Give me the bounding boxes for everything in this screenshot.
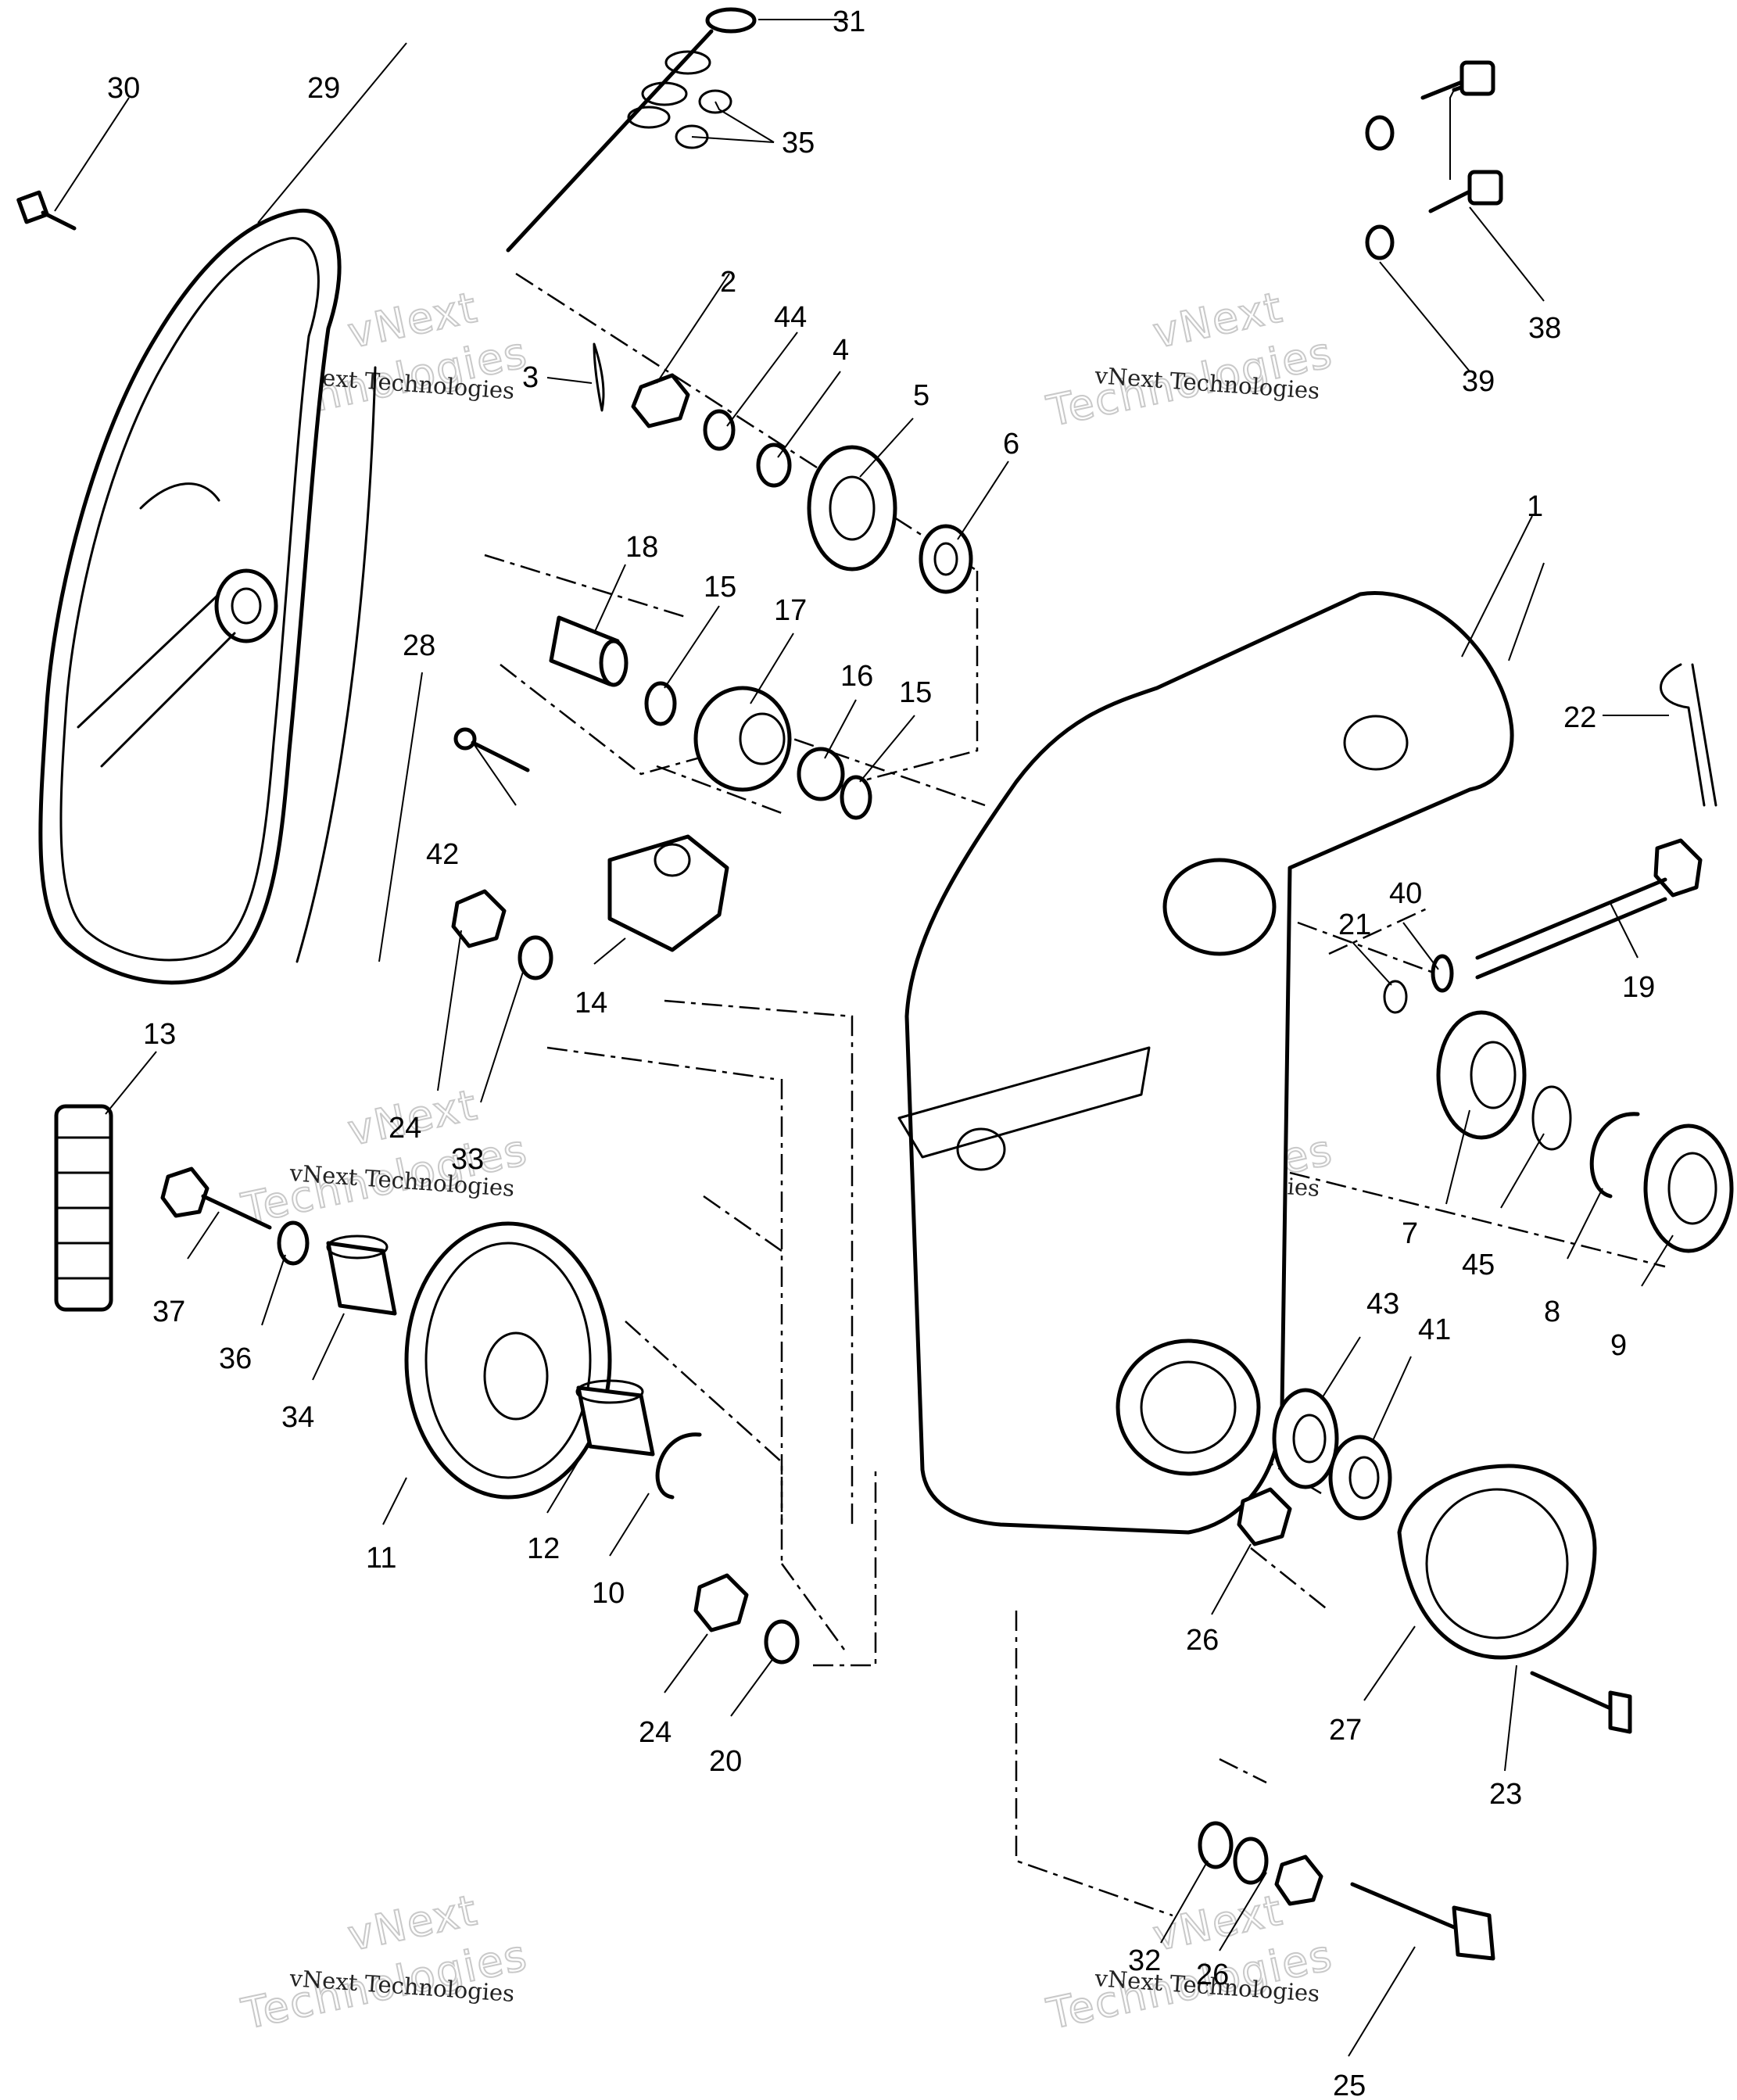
callout-20: 20 — [709, 1745, 742, 1778]
callout-34: 34 — [281, 1401, 314, 1434]
callout-29: 29 — [307, 72, 340, 105]
callout-26a: 26 — [1186, 1624, 1219, 1657]
part-gear-11 — [404, 1221, 612, 1500]
part-bolt-23 — [1530, 1671, 1632, 1734]
callout-16: 16 — [840, 660, 873, 693]
callout-2: 2 — [720, 266, 736, 299]
callout-24a: 24 — [389, 1112, 421, 1145]
part-adjuster-bolt-19 — [1475, 838, 1703, 980]
callout-12: 12 — [527, 1532, 560, 1565]
callout-41: 41 — [1418, 1313, 1451, 1346]
callout-28: 28 — [403, 629, 435, 662]
callout-6: 6 — [1003, 428, 1019, 460]
callout-10: 10 — [592, 1577, 625, 1610]
callout-1: 1 — [1527, 490, 1543, 523]
part-orings-35 — [675, 89, 732, 149]
part-bushing-34 — [326, 1235, 397, 1316]
part-bearing-7 — [1436, 1010, 1527, 1140]
callout-32: 32 — [1128, 1944, 1161, 1977]
part-circlip-10 — [655, 1432, 702, 1500]
part-chain-13 — [54, 1104, 113, 1312]
part-bushing-12 — [575, 1379, 655, 1457]
callout-8: 8 — [1544, 1295, 1560, 1328]
part-oring-45 — [1531, 1085, 1572, 1151]
callout-25: 25 — [1333, 2070, 1366, 2100]
part-gasket-27 — [1397, 1464, 1597, 1660]
part-washer-4 — [756, 443, 792, 488]
callout-5: 5 — [913, 379, 929, 412]
part-sleeve-18 — [549, 615, 629, 687]
part-bolt-30 — [16, 190, 77, 231]
part-bolts-38 — [1420, 60, 1503, 213]
part-washers-32-26 — [1198, 1821, 1323, 1906]
callout-31: 31 — [833, 5, 865, 38]
callout-4: 4 — [833, 334, 849, 367]
part-nut-26a — [1237, 1487, 1292, 1546]
callout-9: 9 — [1610, 1329, 1627, 1362]
callout-26b: 26 — [1196, 1958, 1229, 1991]
part-roller-17 — [693, 686, 792, 792]
part-gasket-28 — [295, 366, 377, 963]
callout-38: 38 — [1528, 312, 1561, 345]
part-sprocket-5 — [807, 445, 897, 572]
callout-30: 30 — [107, 72, 140, 105]
callout-37: 37 — [152, 1295, 185, 1328]
callout-17: 17 — [774, 594, 807, 627]
part-washer-33 — [518, 935, 553, 980]
part-nut-2 — [631, 373, 690, 428]
callout-24b: 24 — [639, 1716, 672, 1749]
part-cover-29 — [38, 208, 342, 985]
part-washers-39 — [1365, 115, 1395, 260]
part-spacer-6 — [919, 524, 973, 594]
part-circlip-8 — [1589, 1112, 1640, 1199]
callout-18: 18 — [625, 531, 658, 564]
part-oring-21 — [1383, 980, 1408, 1014]
part-bearing-43 — [1272, 1388, 1339, 1489]
part-nut-24a — [451, 889, 507, 948]
part-seal-9 — [1643, 1123, 1734, 1253]
part-bolt-25 — [1350, 1882, 1495, 1961]
callout-45: 45 — [1462, 1249, 1495, 1281]
part-washer-36 — [277, 1220, 310, 1266]
callout-21: 21 — [1338, 908, 1371, 941]
callout-3: 3 — [522, 361, 539, 394]
callout-35: 35 — [782, 127, 815, 159]
callout-14: 14 — [575, 987, 607, 1020]
leader-lines — [54, 19, 1674, 2057]
callout-13: 13 — [143, 1018, 176, 1051]
part-chaincase-1 — [897, 591, 1514, 1535]
callout-36: 36 — [219, 1342, 252, 1375]
part-nut-24b — [693, 1573, 749, 1632]
callout-22: 22 — [1563, 701, 1596, 734]
part-tensioner-14 — [607, 834, 729, 952]
callout-42: 42 — [426, 838, 459, 871]
callout-40: 40 — [1389, 877, 1422, 910]
part-screw-42 — [453, 727, 530, 772]
callout-15a: 15 — [704, 571, 736, 604]
callout-39: 39 — [1462, 365, 1495, 398]
callout-43: 43 — [1366, 1288, 1399, 1321]
callout-15b: 15 — [899, 676, 932, 709]
callout-19: 19 — [1622, 971, 1655, 1004]
part-seal-41 — [1328, 1435, 1392, 1521]
callout-33: 33 — [451, 1143, 484, 1176]
part-washer-15b — [840, 775, 872, 820]
callout-44: 44 — [774, 301, 807, 334]
part-bolt-37 — [160, 1166, 272, 1230]
part-dipstick-31 — [506, 7, 757, 253]
part-cotter-3 — [593, 342, 605, 412]
part-washer-20 — [764, 1619, 800, 1665]
callout-23: 23 — [1489, 1778, 1522, 1811]
callout-7: 7 — [1402, 1217, 1418, 1250]
part-washer-15a — [644, 681, 677, 726]
part-pin-22 — [1660, 663, 1717, 807]
callout-11: 11 — [366, 1542, 396, 1575]
part-washer-44 — [703, 409, 736, 451]
part-bearing-16 — [797, 747, 845, 801]
callout-27: 27 — [1329, 1714, 1362, 1747]
callout-labels: 1 2 3 4 5 6 7 8 9 10 11 12 13 14 15 15 1… — [107, 5, 1655, 2100]
part-washer-40 — [1431, 954, 1454, 993]
